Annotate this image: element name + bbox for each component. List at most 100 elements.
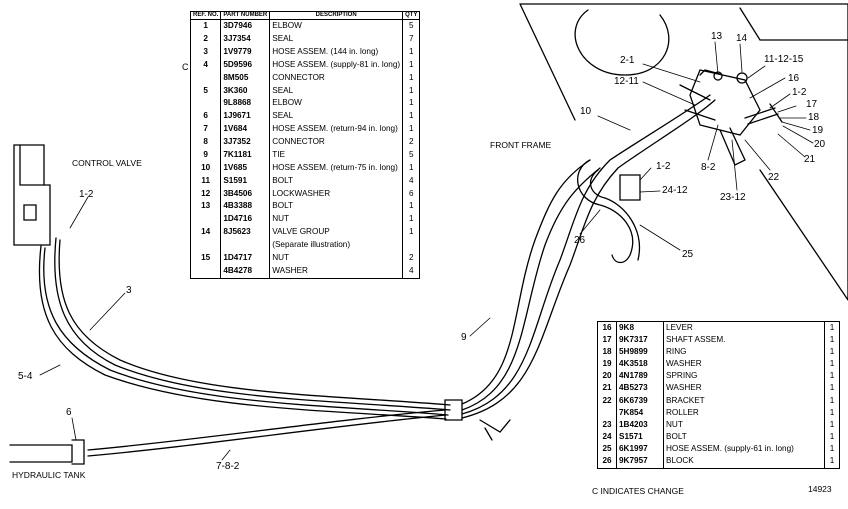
ref-cell: 7 (190, 123, 222, 137)
valve-group (689, 69, 761, 136)
part-number-cell: 7K1181 (220, 148, 271, 162)
part-number-cell: 8M505 (220, 71, 271, 85)
header-description: DESCRIPTION (269, 11, 404, 20)
description-cell: LOCKWASHER (269, 187, 404, 201)
part-number-cell: 9K7957 (616, 455, 664, 469)
ref-cell: 25 (597, 443, 617, 456)
callout-label: 8-2 (701, 162, 716, 173)
header-ref: REF. NO. (190, 11, 222, 20)
description-cell: SEAL (269, 33, 404, 46)
part-number-cell: 1D4717 (220, 251, 271, 265)
junction-fitting (444, 399, 463, 421)
ref-cell: 22 (597, 394, 617, 408)
ref-cell: 23 (597, 419, 617, 432)
qty-cell: 1 (409, 201, 414, 211)
ref-cell: 1 (190, 19, 222, 34)
description-cell: WASHER (663, 358, 825, 371)
part-number-cell: 1V684 (220, 123, 271, 137)
callout-label: 2-1 (620, 55, 635, 66)
ref-cell: 2 (190, 33, 222, 46)
description-cell: CONNECTOR (269, 136, 404, 149)
qty-cell: 1 (829, 444, 835, 454)
part-number-cell: 3D7946 (220, 19, 271, 34)
description-cell: BRACKET (663, 394, 825, 408)
qty-cell: 1 (409, 46, 414, 56)
callout-label: 6 (66, 407, 72, 418)
change-note: C INDICATES CHANGE (592, 486, 684, 496)
qty-cell: 1 (829, 407, 835, 417)
description-cell: BOLT (269, 174, 404, 188)
qty-cell: 1 (829, 431, 835, 441)
part-number-cell: 3K360 (220, 84, 271, 98)
ref-cell: 24 (597, 431, 617, 444)
qty-cell: 1 (409, 124, 414, 134)
callout-label: 22 (768, 172, 780, 183)
ref-cell: 11 (190, 174, 222, 188)
ref-cell (597, 407, 617, 420)
part-number-cell: 7K854 (616, 407, 664, 420)
ref-cell: 19 (597, 358, 617, 371)
description-cell: HOSE ASSEM. (supply-61 in. long) (663, 443, 825, 456)
part-number-cell: 3B4506 (220, 187, 271, 201)
ref-cell: 14 (190, 226, 222, 240)
table-row: (Separate illustration) (190, 239, 420, 252)
ref-cell: 10 (190, 161, 222, 175)
callout-label: 11-12-15 (764, 54, 804, 65)
callout-label: 16 (788, 73, 800, 84)
hose-5-4 (43, 247, 449, 416)
ref-cell: 12 (190, 187, 222, 201)
hose-3 (58, 239, 451, 406)
qty-cell: 5 (409, 21, 414, 31)
qty-cell: 4 (409, 265, 414, 275)
part-number-cell: 1V685 (220, 161, 271, 175)
hydraulic-tank-outline (9, 444, 73, 463)
part-number-cell: 9K8 (616, 321, 664, 335)
callout-label: 12-11 (614, 76, 639, 87)
tube-loop (577, 159, 634, 264)
description-cell: LEVER (663, 321, 825, 335)
description-cell: HOSE ASSEM. (return-75 in. long) (269, 161, 404, 175)
block-1-2 (619, 174, 641, 201)
ref-cell: 9 (190, 148, 222, 162)
part-number-cell: 6K1997 (616, 443, 664, 456)
callout-label: 9 (461, 332, 467, 343)
part-number-cell: 4K3518 (616, 358, 664, 371)
part-number-cell: 4N1789 (616, 370, 664, 383)
callout-label: 20 (814, 139, 826, 150)
qty-cell: 1 (829, 395, 835, 405)
part-number-cell: 1V9779 (220, 45, 271, 59)
ref-cell: 18 (597, 346, 617, 359)
ref-cell (190, 71, 222, 85)
description-cell: SEAL (269, 84, 404, 98)
hose-10 (461, 94, 711, 415)
ref-cell (190, 213, 222, 227)
description-cell: (Separate illustration) (269, 239, 404, 252)
callout-label: 26 (574, 235, 586, 246)
description-cell: SPRING (663, 370, 825, 383)
qty-cell: 1 (829, 419, 835, 429)
description-cell: RING (663, 346, 825, 359)
callout-label: 7-8-2 (216, 461, 240, 472)
